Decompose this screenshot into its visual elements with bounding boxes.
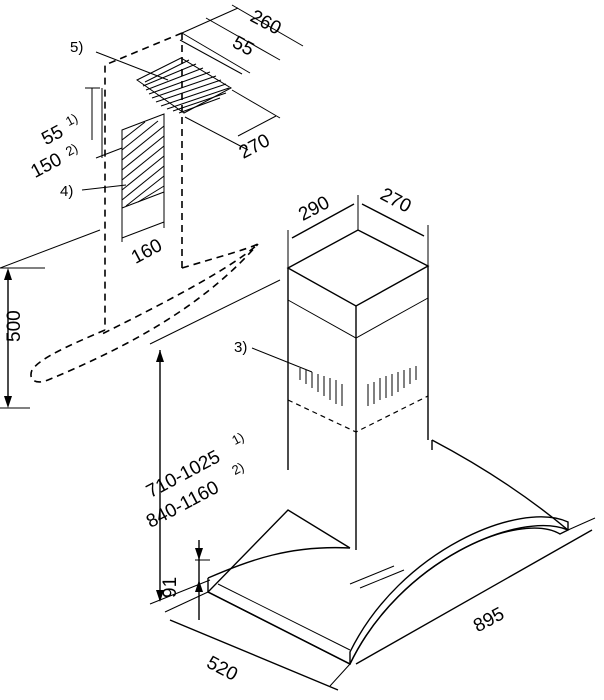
footnote-mark-1-a: 1)	[63, 110, 80, 129]
height-dimension-lines	[149, 279, 281, 620]
chimney-vent-slots	[299, 366, 417, 406]
dim-chimney-270: 270	[377, 184, 415, 217]
dim-outlet-160: 160	[128, 235, 166, 268]
callout-label-5: 5)	[70, 39, 83, 56]
dim-clear-500: 500	[4, 310, 25, 342]
footnote-mark-1-b: 1)	[229, 429, 246, 448]
wall-outlet-hatch	[121, 113, 165, 209]
installation-outline	[30, 32, 259, 383]
dim-chimney-290: 290	[295, 192, 333, 225]
footnote-mark-2-a: 2)	[63, 140, 80, 159]
chimney	[286, 229, 430, 550]
canopy	[206, 439, 570, 665]
outlet-width-dimension	[121, 192, 165, 242]
dim-width-895: 895	[470, 604, 508, 637]
clearance-dimension	[0, 229, 101, 409]
chimney-top-dimensions	[287, 195, 429, 268]
dim-top-260: 260	[247, 6, 285, 39]
dim-side-150: 150	[28, 149, 66, 182]
callout-label-4: 4)	[60, 183, 73, 200]
top-dimension-lines	[179, 4, 304, 151]
footnote-mark-2-b: 2)	[229, 459, 246, 478]
dim-depth-520: 520	[203, 652, 241, 685]
ceiling-outlet-hatch	[136, 57, 233, 114]
side-dimension-lines	[85, 87, 123, 159]
bottom-dimension-lines	[164, 517, 596, 691]
callout-leaders	[81, 51, 313, 373]
dim-canopy-91: 91	[160, 577, 181, 598]
dim-top-55: 55	[229, 32, 258, 60]
dim-top-270: 270	[236, 130, 274, 163]
callout-label-3: 3)	[234, 339, 247, 356]
